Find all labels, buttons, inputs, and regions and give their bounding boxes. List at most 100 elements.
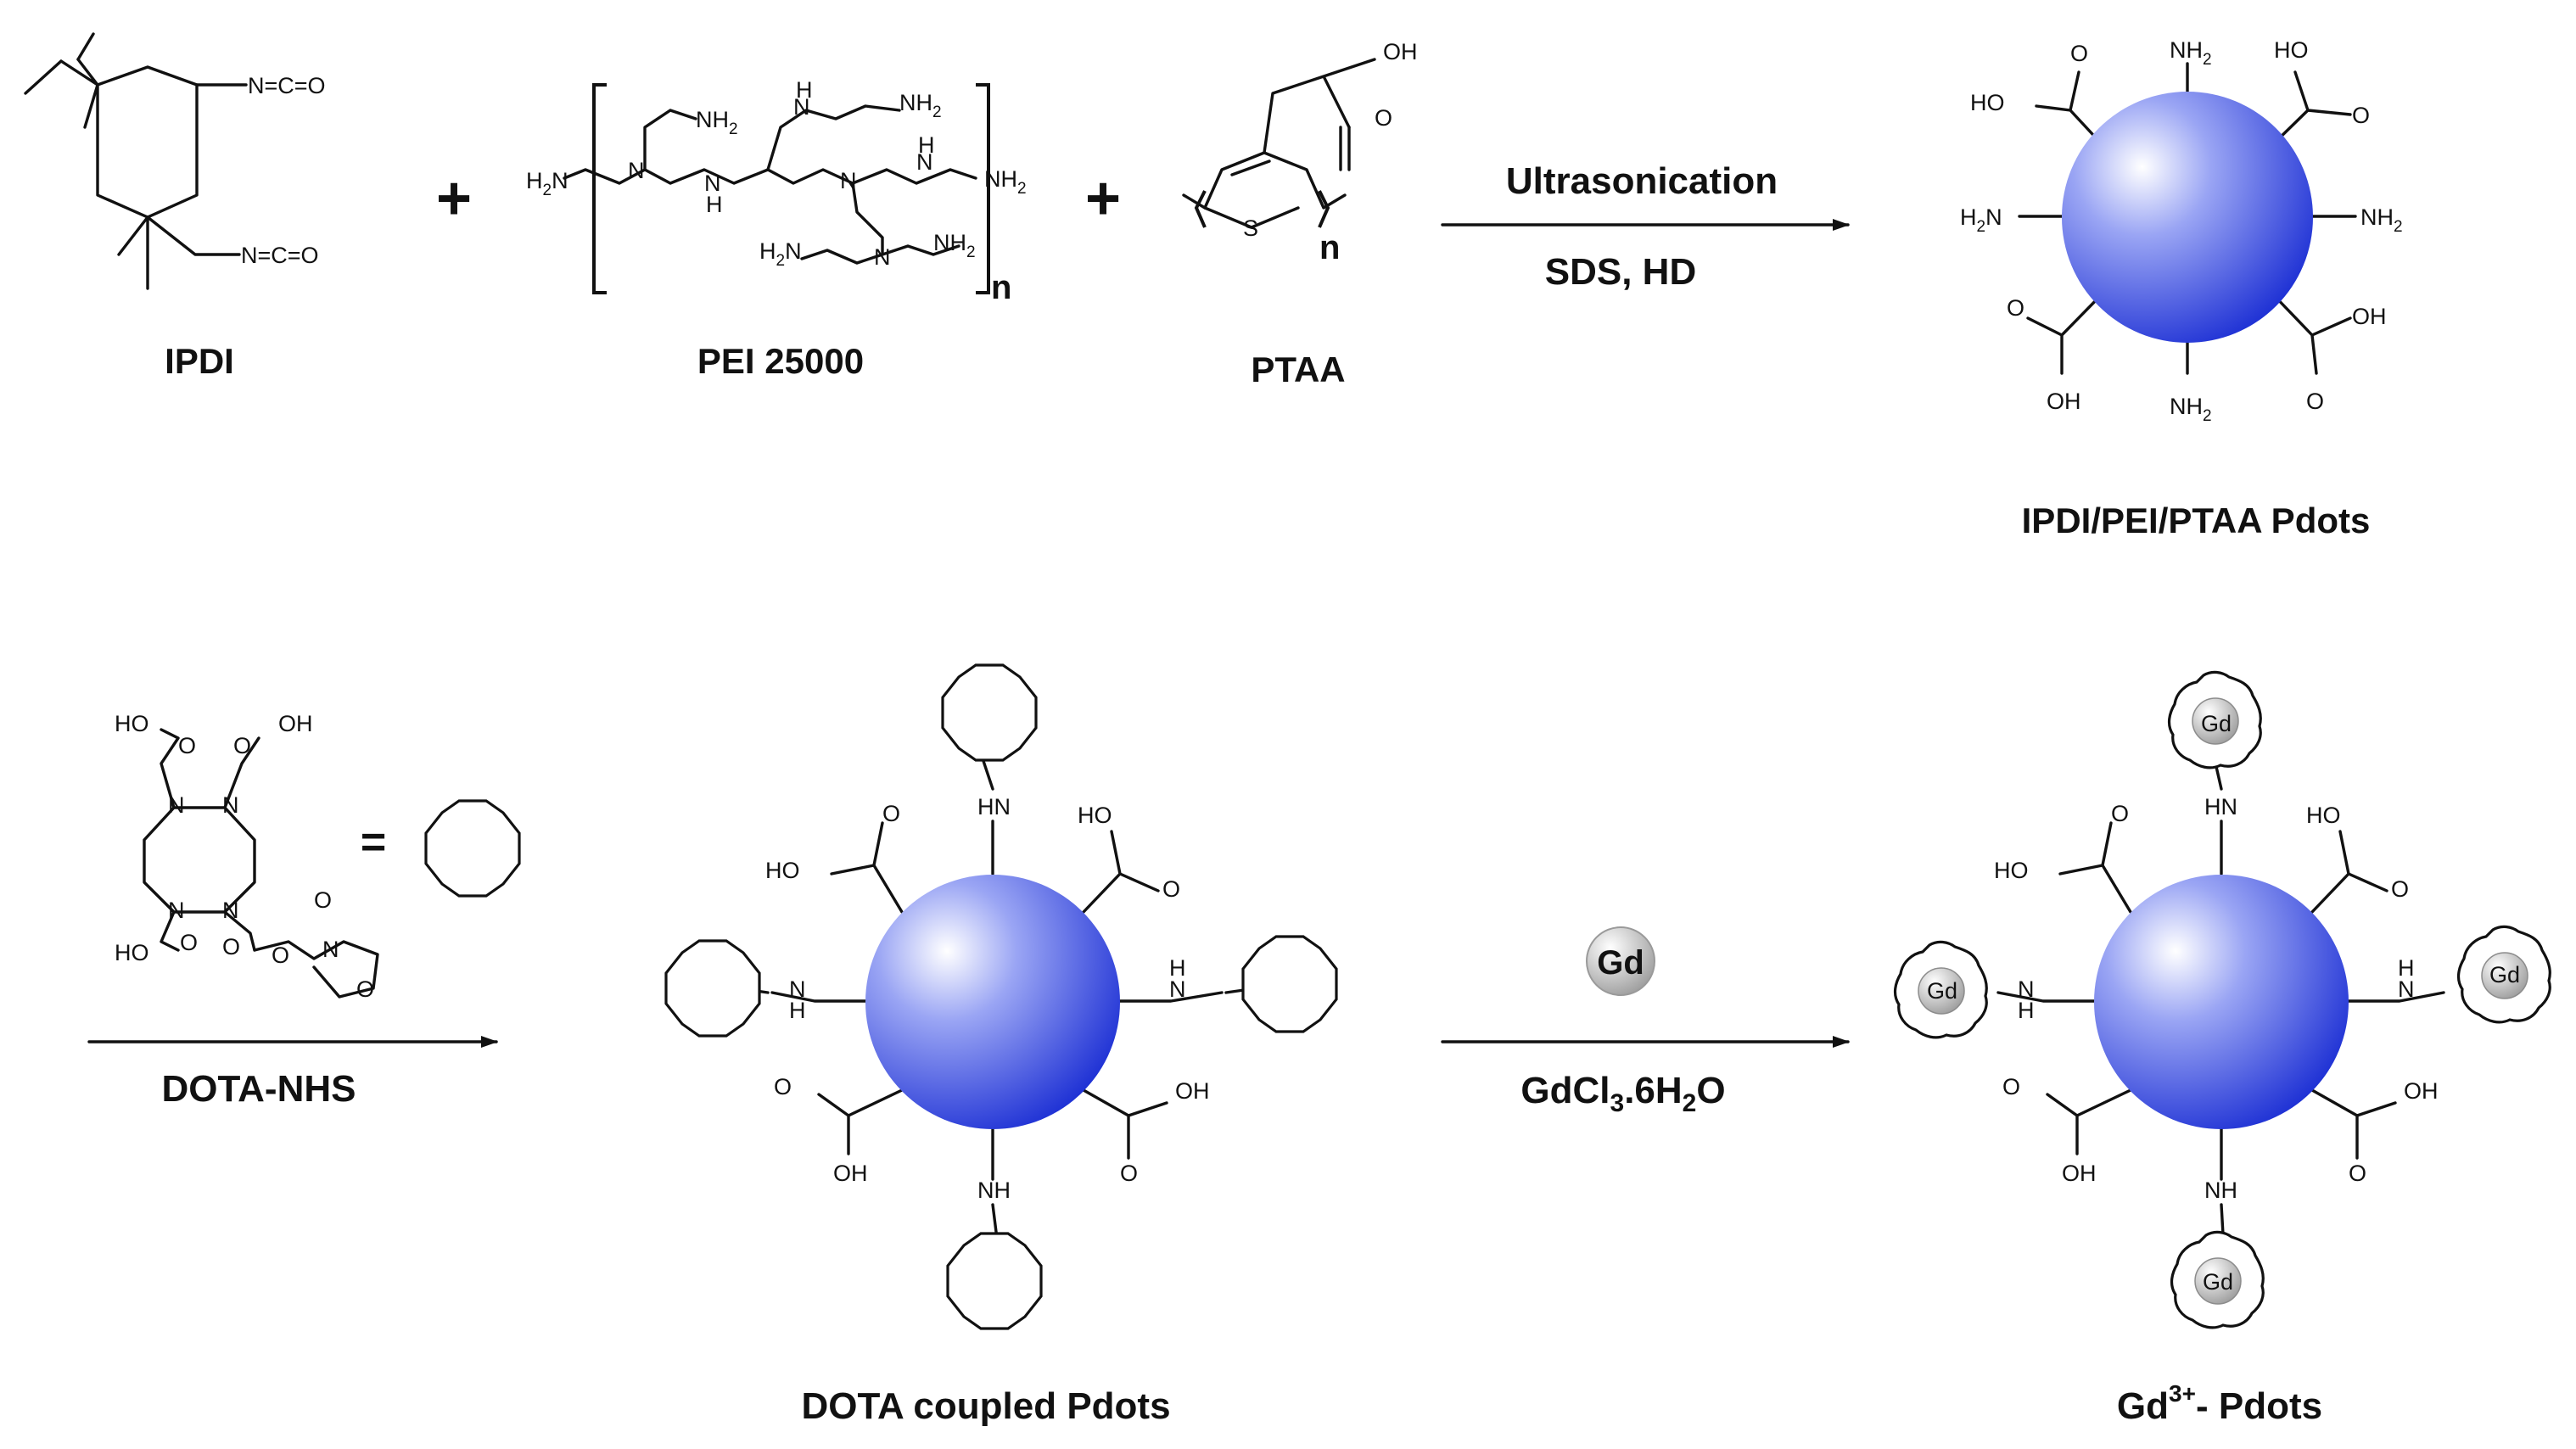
pdot1-o-bl: O <box>2007 295 2024 321</box>
gd-pdot-o-tl: O <box>2111 801 2129 826</box>
pei-nh2-1: NH2 <box>696 107 738 138</box>
dota-pdot-n-right: N <box>1169 976 1186 1002</box>
pei-h2n-2: H2N <box>759 238 802 270</box>
pdot1-o-tr: O <box>2352 103 2370 128</box>
dota-ring-left <box>664 939 761 1038</box>
pdot1-oh-br: OH <box>2352 304 2387 329</box>
dota-pdot-n-left: N <box>789 976 806 1002</box>
ipdi-label: IPDI <box>165 341 234 381</box>
isocyanate-2: N=C=O <box>241 243 319 268</box>
dota-pdot-oh-bl: OH <box>833 1161 868 1186</box>
dota-pdots-product: HN NH N H N H HO O HO O O OH OH O <box>664 663 1338 1330</box>
dota-pdot-h-left: H <box>789 998 806 1023</box>
gd-ion-left: Gd <box>1927 978 1957 1004</box>
plus-2: + <box>1085 165 1121 232</box>
dota-nhs-structure: HO O O OH N N N N HO O O O N O O <box>115 711 379 1002</box>
pei-h5: H <box>918 132 935 158</box>
pdot1-ho-tl: HO <box>1970 90 2005 115</box>
pdots-sphere <box>2062 92 2313 343</box>
gd-pdot-o-br: O <box>2349 1161 2366 1186</box>
pei-n1: N <box>628 158 645 183</box>
gd-pdot-n-left: N <box>2018 976 2035 1002</box>
equals-sign: = <box>361 818 386 867</box>
dota-pdot-o-tl: O <box>882 801 900 826</box>
pei-n4: N <box>840 168 857 193</box>
dota-pdot-hn-top: HN <box>977 794 1011 820</box>
gd-ion-top: Gd <box>2201 711 2232 736</box>
pei-nh2-3: NH2 <box>984 166 1027 198</box>
pei-h2n: H2N <box>526 168 568 199</box>
dota-ring-right <box>1241 935 1338 1033</box>
dota-ho-3: HO <box>115 940 149 965</box>
ptaa-oh: OH <box>1383 39 1418 64</box>
pei-n5: N <box>916 149 933 175</box>
dota-pdot-ho-tl: HO <box>765 858 800 883</box>
gd-pdot-oh-br: OH <box>2404 1078 2439 1104</box>
ptaa-repeat-n: n <box>1319 229 1340 266</box>
pei-structure: H2N N NH2 N H N H NH2 N N H NH2 H2N N NH… <box>526 77 1027 306</box>
dota-ring-top <box>941 663 1038 762</box>
pdot1-nh2-left: H2N <box>1960 204 2002 236</box>
gd-reagent-label: Gd <box>1597 944 1644 982</box>
gd-pdot-h-right: H <box>2398 955 2415 981</box>
dota-pdot-o-bl: O <box>774 1074 792 1099</box>
gd-ion-right: Gd <box>2489 962 2520 987</box>
dota-nhs-o1: O <box>314 887 332 913</box>
dota-oh-2: OH <box>278 711 313 736</box>
dota-n-2: N <box>222 792 239 818</box>
gd-pdot-hn-top: HN <box>2204 794 2237 820</box>
gd-pdots-sphere <box>2094 875 2349 1129</box>
step3-condition: GdCl3.6H2O <box>1520 1070 1725 1117</box>
dota-pdot-ho-tr: HO <box>1078 803 1112 828</box>
pdot1-o-br: O <box>2306 389 2324 414</box>
plus-1: + <box>436 165 472 232</box>
dota-o-3: O <box>180 930 198 955</box>
ptaa-label: PTAA <box>1251 350 1345 389</box>
dota-o-5: O <box>272 943 289 968</box>
gd-pdot-ho-tl: HO <box>1994 858 2029 883</box>
dota-pdots-label: DOTA coupled Pdots <box>801 1385 1170 1427</box>
gd-pdot-o-tr: O <box>2391 876 2409 902</box>
pdot1-nh2-bottom: NH2 <box>2170 394 2212 425</box>
pei-n6: N <box>874 244 891 270</box>
gd-pdot-oh-bl: OH <box>2062 1161 2097 1186</box>
pdots-label: IPDI/PEI/PTAA Pdots <box>2022 501 2371 540</box>
dota-pdot-h-right: H <box>1169 955 1186 981</box>
dota-pdot-oh-br: OH <box>1175 1078 1210 1104</box>
dota-nhs-n: N <box>322 937 339 962</box>
ptaa-structure: S O OH n <box>1182 39 1418 266</box>
dota-ring-symbol <box>424 799 521 898</box>
dota-pdot-o-br: O <box>1120 1161 1138 1186</box>
dota-o-2: O <box>233 733 251 758</box>
dota-pdot-o-tr: O <box>1162 876 1180 902</box>
pdot1-nh2-top: NH2 <box>2170 37 2212 69</box>
step1-condition-bottom: SDS, HD <box>1545 251 1696 293</box>
dota-nhs-label: DOTA-NHS <box>162 1068 356 1110</box>
gd-pdots-label: Gd3+- Pdots <box>2117 1380 2322 1427</box>
dota-o-1: O <box>178 733 196 758</box>
pei-label: PEI 25000 <box>697 341 864 381</box>
pei-h3: H <box>796 77 813 103</box>
dota-n-1: N <box>168 792 185 818</box>
gd-pdot-h-left: H <box>2018 998 2035 1023</box>
dota-pdot-nh-bottom: NH <box>977 1178 1011 1203</box>
gd-pdots-product: Gd Gd Gd Gd HN NH N H N H HO O HO O O OH… <box>1893 670 2551 1329</box>
pei-repeat-n: n <box>991 269 1011 306</box>
gd-ion-bottom: Gd <box>2203 1269 2233 1295</box>
pdot1-o-tl: O <box>2070 41 2088 66</box>
gd-pdot-nh-bottom: NH <box>2204 1178 2237 1203</box>
dota-pdots-sphere <box>865 875 1120 1129</box>
gd-reagent-sphere <box>1586 926 1655 996</box>
dota-ring-bottom <box>946 1232 1043 1330</box>
dota-o-4: O <box>222 934 240 959</box>
gd-pdot-n-right: N <box>2398 976 2415 1002</box>
isocyanate-1: N=C=O <box>248 73 326 98</box>
dota-ho-1: HO <box>115 711 149 736</box>
pdots-product: NH2 NH2 H2N NH2 HO O HO O O OH OH O <box>1960 37 2403 425</box>
pei-nh2-4: NH2 <box>933 230 976 261</box>
dota-nhs-o2: O <box>356 976 374 1002</box>
gd-pdot-o-bl: O <box>2002 1074 2020 1099</box>
pdot1-oh-bl: OH <box>2047 389 2081 414</box>
pei-n3: N <box>793 94 810 120</box>
